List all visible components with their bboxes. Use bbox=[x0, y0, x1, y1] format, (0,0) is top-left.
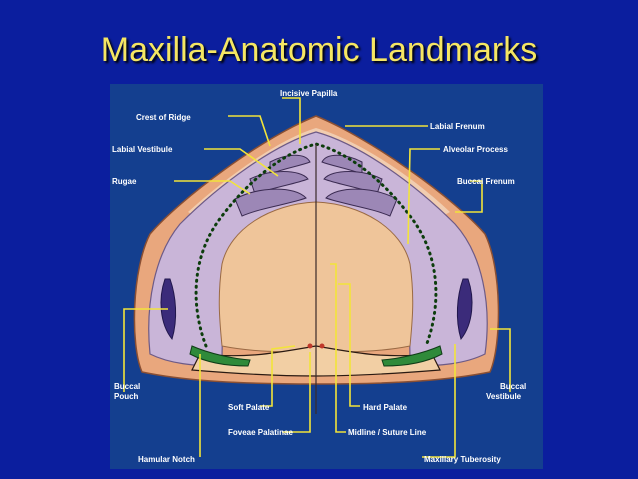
maxilla-diagram: Incisive Papilla Crest of Ridge Labial F… bbox=[110, 84, 543, 469]
slide-title: Maxilla-Anatomic Landmarks bbox=[100, 31, 538, 69]
label-rugae: Rugae bbox=[112, 177, 137, 186]
leader-lines bbox=[123, 97, 511, 458]
label-midline: Midline / Suture Line bbox=[348, 428, 427, 437]
hamular-notch-right bbox=[381, 345, 443, 367]
label-hard-palate: Hard Palate bbox=[363, 403, 408, 412]
label-buccal-pouch-1: Buccal bbox=[114, 382, 140, 391]
label-foveae-palatinae: Foveae Palatinae bbox=[228, 428, 293, 437]
label-labial-vestibule: Labial Vestibule bbox=[112, 145, 173, 154]
label-crest-of-ridge: Crest of Ridge bbox=[136, 113, 191, 122]
label-labial-frenum: Labial Frenum bbox=[430, 122, 485, 131]
label-soft-palate: Soft Palate bbox=[228, 403, 270, 412]
buccal-pouch-right bbox=[456, 278, 473, 341]
label-buccal-vestibule-1: Buccal bbox=[500, 382, 526, 391]
label-incisive-papilla: Incisive Papilla bbox=[280, 89, 338, 98]
fovea-right bbox=[319, 343, 325, 349]
label-hamular-notch: Hamular Notch bbox=[138, 455, 195, 464]
label-buccal-vestibule-2: Vestibule bbox=[486, 392, 522, 401]
fovea-left bbox=[307, 343, 313, 349]
label-alveolar-process: Alveolar Process bbox=[443, 145, 508, 154]
label-maxillary-tuberosity: Maxillary Tuberosity bbox=[424, 455, 501, 464]
label-buccal-pouch-2: Pouch bbox=[114, 392, 139, 401]
label-buccal-frenum: Buccal Frenum bbox=[457, 177, 515, 186]
rugae bbox=[234, 154, 398, 217]
buccal-pouch-left bbox=[160, 278, 177, 341]
